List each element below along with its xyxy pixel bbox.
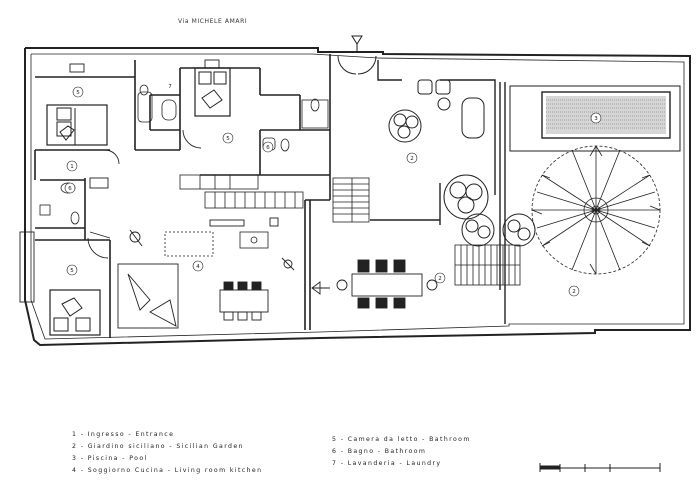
kitchen-counter — [164, 174, 304, 257]
room-number-pool: 3 — [594, 116, 598, 122]
street-name: Via MICHELE AMARI — [178, 18, 248, 25]
courtyard-furniture — [417, 79, 485, 139]
room-number-dining: 2 — [438, 276, 442, 282]
large-tree — [531, 145, 661, 275]
outer-wall — [24, 47, 691, 347]
dining-table-east — [336, 259, 438, 309]
bed-sw — [49, 289, 101, 336]
room-number-garden-east: 2 — [572, 289, 576, 295]
room-number-bed-nw: 5 — [76, 90, 80, 96]
pool — [541, 91, 671, 139]
room-number-bath-w: 6 — [68, 186, 72, 192]
dining-table-west — [219, 281, 269, 321]
bathroom-fixtures — [39, 84, 329, 249]
room-number-garden-court: 2 — [410, 156, 414, 162]
stairs-centre — [332, 177, 370, 223]
legend-item-pool: 3 - Piscina - Pool — [72, 455, 148, 462]
entrance-gate — [337, 35, 377, 75]
courtyard-walls — [370, 60, 681, 324]
room-number-text: 5 5 5 1 4 2 2 3 2 6 6 7 — [68, 84, 598, 295]
legend-item-bedroom: 5 - Camera da letto - Bathroom — [332, 436, 471, 443]
bed-nw — [46, 104, 108, 146]
tree-courtyard — [388, 109, 422, 143]
legend-item-bathroom: 6 - Bagno - Bathroom — [332, 448, 427, 455]
bed-n — [194, 67, 231, 117]
scale-bar — [539, 463, 661, 472]
room-number-living: 4 — [196, 264, 200, 270]
room-number-bath-c: 6 — [266, 145, 270, 151]
room-number-entry: 1 — [70, 164, 74, 170]
room-number-bed-sw: 5 — [70, 268, 74, 274]
stairs-east — [454, 244, 521, 286]
legend-item-laundry: 7 - Lavanderia - Laundry — [332, 460, 442, 467]
plan-details — [19, 59, 330, 329]
legend-item-sicilian-garden: 2 - Giardino siciliano - Sicilian Garden — [72, 443, 244, 450]
room-number-laundry: 7 — [168, 84, 172, 90]
tree-cluster — [443, 174, 536, 247]
legend-item-entrance: 1 - Ingresso - Entrance — [72, 431, 175, 438]
room-number-bed-n: 5 — [226, 136, 230, 142]
legend-item-living-kitchen: 4 - Soggiorno Cucina - Living room kitch… — [72, 467, 263, 474]
room-numbers — [64, 86, 602, 297]
